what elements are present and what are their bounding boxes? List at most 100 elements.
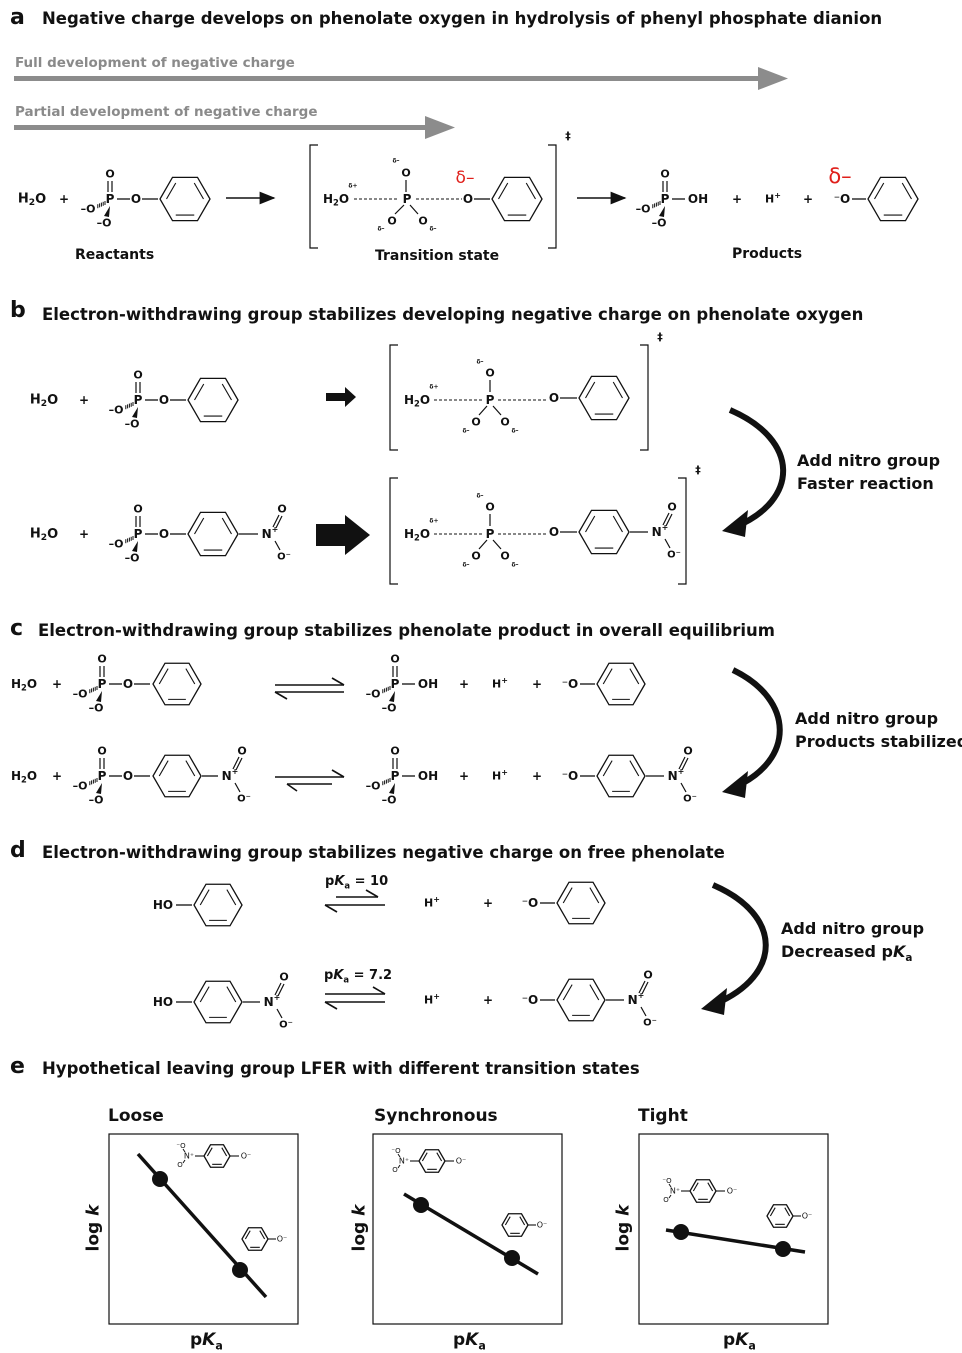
panel-e-title: Hypothetical leaving group LFER with dif… bbox=[42, 1059, 640, 1078]
svg-text:O: O bbox=[131, 192, 141, 206]
svg-text:O: O bbox=[485, 501, 494, 514]
panel-a-letter: a bbox=[10, 5, 25, 30]
svg-text:δ–: δ– bbox=[511, 428, 518, 435]
svg-text:H2O: H2O bbox=[11, 769, 37, 785]
svg-text:–O: –O bbox=[125, 418, 140, 431]
full-development-label: Full development of negative charge bbox=[15, 55, 295, 71]
svg-text:OH: OH bbox=[418, 769, 438, 783]
svg-text:O: O bbox=[387, 215, 396, 228]
svg-text:–O: –O bbox=[382, 702, 397, 715]
svg-text:–O: –O bbox=[97, 217, 112, 230]
svg-text:P: P bbox=[403, 192, 412, 206]
svg-text:–O: –O bbox=[382, 794, 397, 807]
svg-text:δ–: δ– bbox=[476, 359, 483, 366]
svg-text:–O: –O bbox=[89, 702, 104, 715]
nitrophenolate-point bbox=[673, 1224, 689, 1240]
nitrophenolate-point bbox=[152, 1171, 168, 1187]
svg-text:N⁺: N⁺ bbox=[399, 1157, 409, 1166]
svg-text:O: O bbox=[105, 168, 114, 181]
panel-b-title: Electron-withdrawing group stabilizes de… bbox=[42, 305, 864, 324]
products-label: Products bbox=[732, 246, 803, 262]
svg-text:⁻O: ⁻O bbox=[662, 1177, 672, 1185]
svg-text:H+: H+ bbox=[424, 992, 440, 1007]
svg-text:O: O bbox=[643, 969, 652, 982]
svg-text:δ–: δ– bbox=[476, 493, 483, 500]
svg-text:P: P bbox=[98, 769, 107, 783]
svg-text:O⁻: O⁻ bbox=[643, 1018, 657, 1029]
svg-text:O⁻: O⁻ bbox=[667, 550, 681, 561]
svg-text:H2O: H2O bbox=[18, 192, 46, 208]
svg-text:P: P bbox=[134, 393, 143, 407]
svg-text:O⁻: O⁻ bbox=[683, 794, 697, 805]
svg-text:O: O bbox=[133, 369, 142, 382]
svg-text:O: O bbox=[123, 677, 133, 691]
svg-text:δ+: δ+ bbox=[429, 384, 438, 391]
svg-text:O: O bbox=[97, 653, 106, 666]
svg-text:O⁻: O⁻ bbox=[277, 552, 291, 563]
svg-text:P: P bbox=[98, 677, 107, 691]
svg-text:P: P bbox=[661, 192, 670, 206]
svg-text:+: + bbox=[532, 769, 542, 783]
partial-development-arrow bbox=[14, 116, 455, 139]
svg-text:δ–: δ– bbox=[392, 158, 399, 165]
svg-text:O: O bbox=[663, 1196, 669, 1204]
svg-text:H2O: H2O bbox=[30, 393, 58, 409]
plot-loose-title: Loose bbox=[108, 1106, 164, 1126]
svg-text:H2O: H2O bbox=[11, 677, 37, 693]
panel-d-letter: d bbox=[10, 838, 26, 863]
svg-text:δ–: δ– bbox=[429, 226, 436, 233]
svg-text:O: O bbox=[390, 745, 399, 758]
panel-b-curved-arrow bbox=[722, 407, 787, 537]
svg-text:⁻O: ⁻O bbox=[391, 1147, 401, 1155]
svg-text:HO: HO bbox=[153, 995, 173, 1009]
svg-text:–O: –O bbox=[125, 552, 140, 565]
svg-text:H2O: H2O bbox=[404, 393, 430, 409]
svg-text:O: O bbox=[133, 503, 142, 516]
svg-text:+: + bbox=[732, 192, 742, 206]
svg-text:O⁻: O⁻ bbox=[727, 1187, 738, 1196]
svg-text:–O: –O bbox=[636, 203, 651, 216]
panel-d-title: Electron-withdrawing group stabilizes ne… bbox=[42, 843, 725, 862]
svg-text:P: P bbox=[486, 527, 495, 541]
panel-d-curved-arrow bbox=[701, 882, 769, 1015]
svg-text:δ–: δ– bbox=[511, 562, 518, 569]
svg-text:HO: HO bbox=[153, 898, 173, 912]
svg-text:δ–: δ– bbox=[377, 226, 384, 233]
svg-text:P: P bbox=[486, 393, 495, 407]
svg-text:⁻O: ⁻O bbox=[176, 1142, 186, 1150]
plot-synchronous bbox=[372, 1133, 563, 1325]
svg-text:+: + bbox=[483, 993, 493, 1007]
svg-text:⁻O: ⁻O bbox=[522, 896, 539, 910]
svg-text:O: O bbox=[97, 745, 106, 758]
svg-text:O: O bbox=[392, 1166, 398, 1174]
svg-text:O⁻: O⁻ bbox=[277, 1235, 288, 1244]
svg-text:+: + bbox=[79, 527, 89, 541]
svg-text:‡: ‡ bbox=[695, 464, 701, 477]
nitrophenolate-point bbox=[413, 1197, 429, 1213]
svg-text:–O: –O bbox=[73, 688, 88, 701]
pka-7-label: pKa = 7.2 bbox=[324, 968, 393, 985]
plot-synchronous-xlabel: pKa bbox=[453, 1330, 486, 1353]
svg-text:⁻O: ⁻O bbox=[562, 677, 579, 691]
svg-text:O⁻: O⁻ bbox=[279, 1020, 293, 1031]
pka-10-label: pKa = 10 bbox=[325, 874, 389, 891]
svg-text:O: O bbox=[471, 416, 480, 429]
svg-text:O⁻: O⁻ bbox=[537, 1221, 548, 1230]
panel-c-title: Electron-withdrawing group stabilizes ph… bbox=[38, 621, 775, 640]
svg-text:O⁻: O⁻ bbox=[456, 1157, 467, 1166]
svg-text:O: O bbox=[123, 769, 133, 783]
svg-text:H2O: H2O bbox=[30, 527, 58, 543]
svg-text:H2O: H2O bbox=[404, 527, 430, 543]
svg-text:δ+: δ+ bbox=[348, 183, 357, 190]
svg-text:⁻O: ⁻O bbox=[834, 192, 851, 206]
svg-text:–O: –O bbox=[366, 780, 381, 793]
svg-text:O: O bbox=[237, 745, 246, 758]
phenolate-point bbox=[232, 1262, 248, 1278]
svg-text:+: + bbox=[59, 192, 69, 206]
svg-text:N⁺: N⁺ bbox=[670, 1187, 680, 1196]
panel-a-title: Negative charge develops on phenolate ox… bbox=[42, 9, 883, 28]
